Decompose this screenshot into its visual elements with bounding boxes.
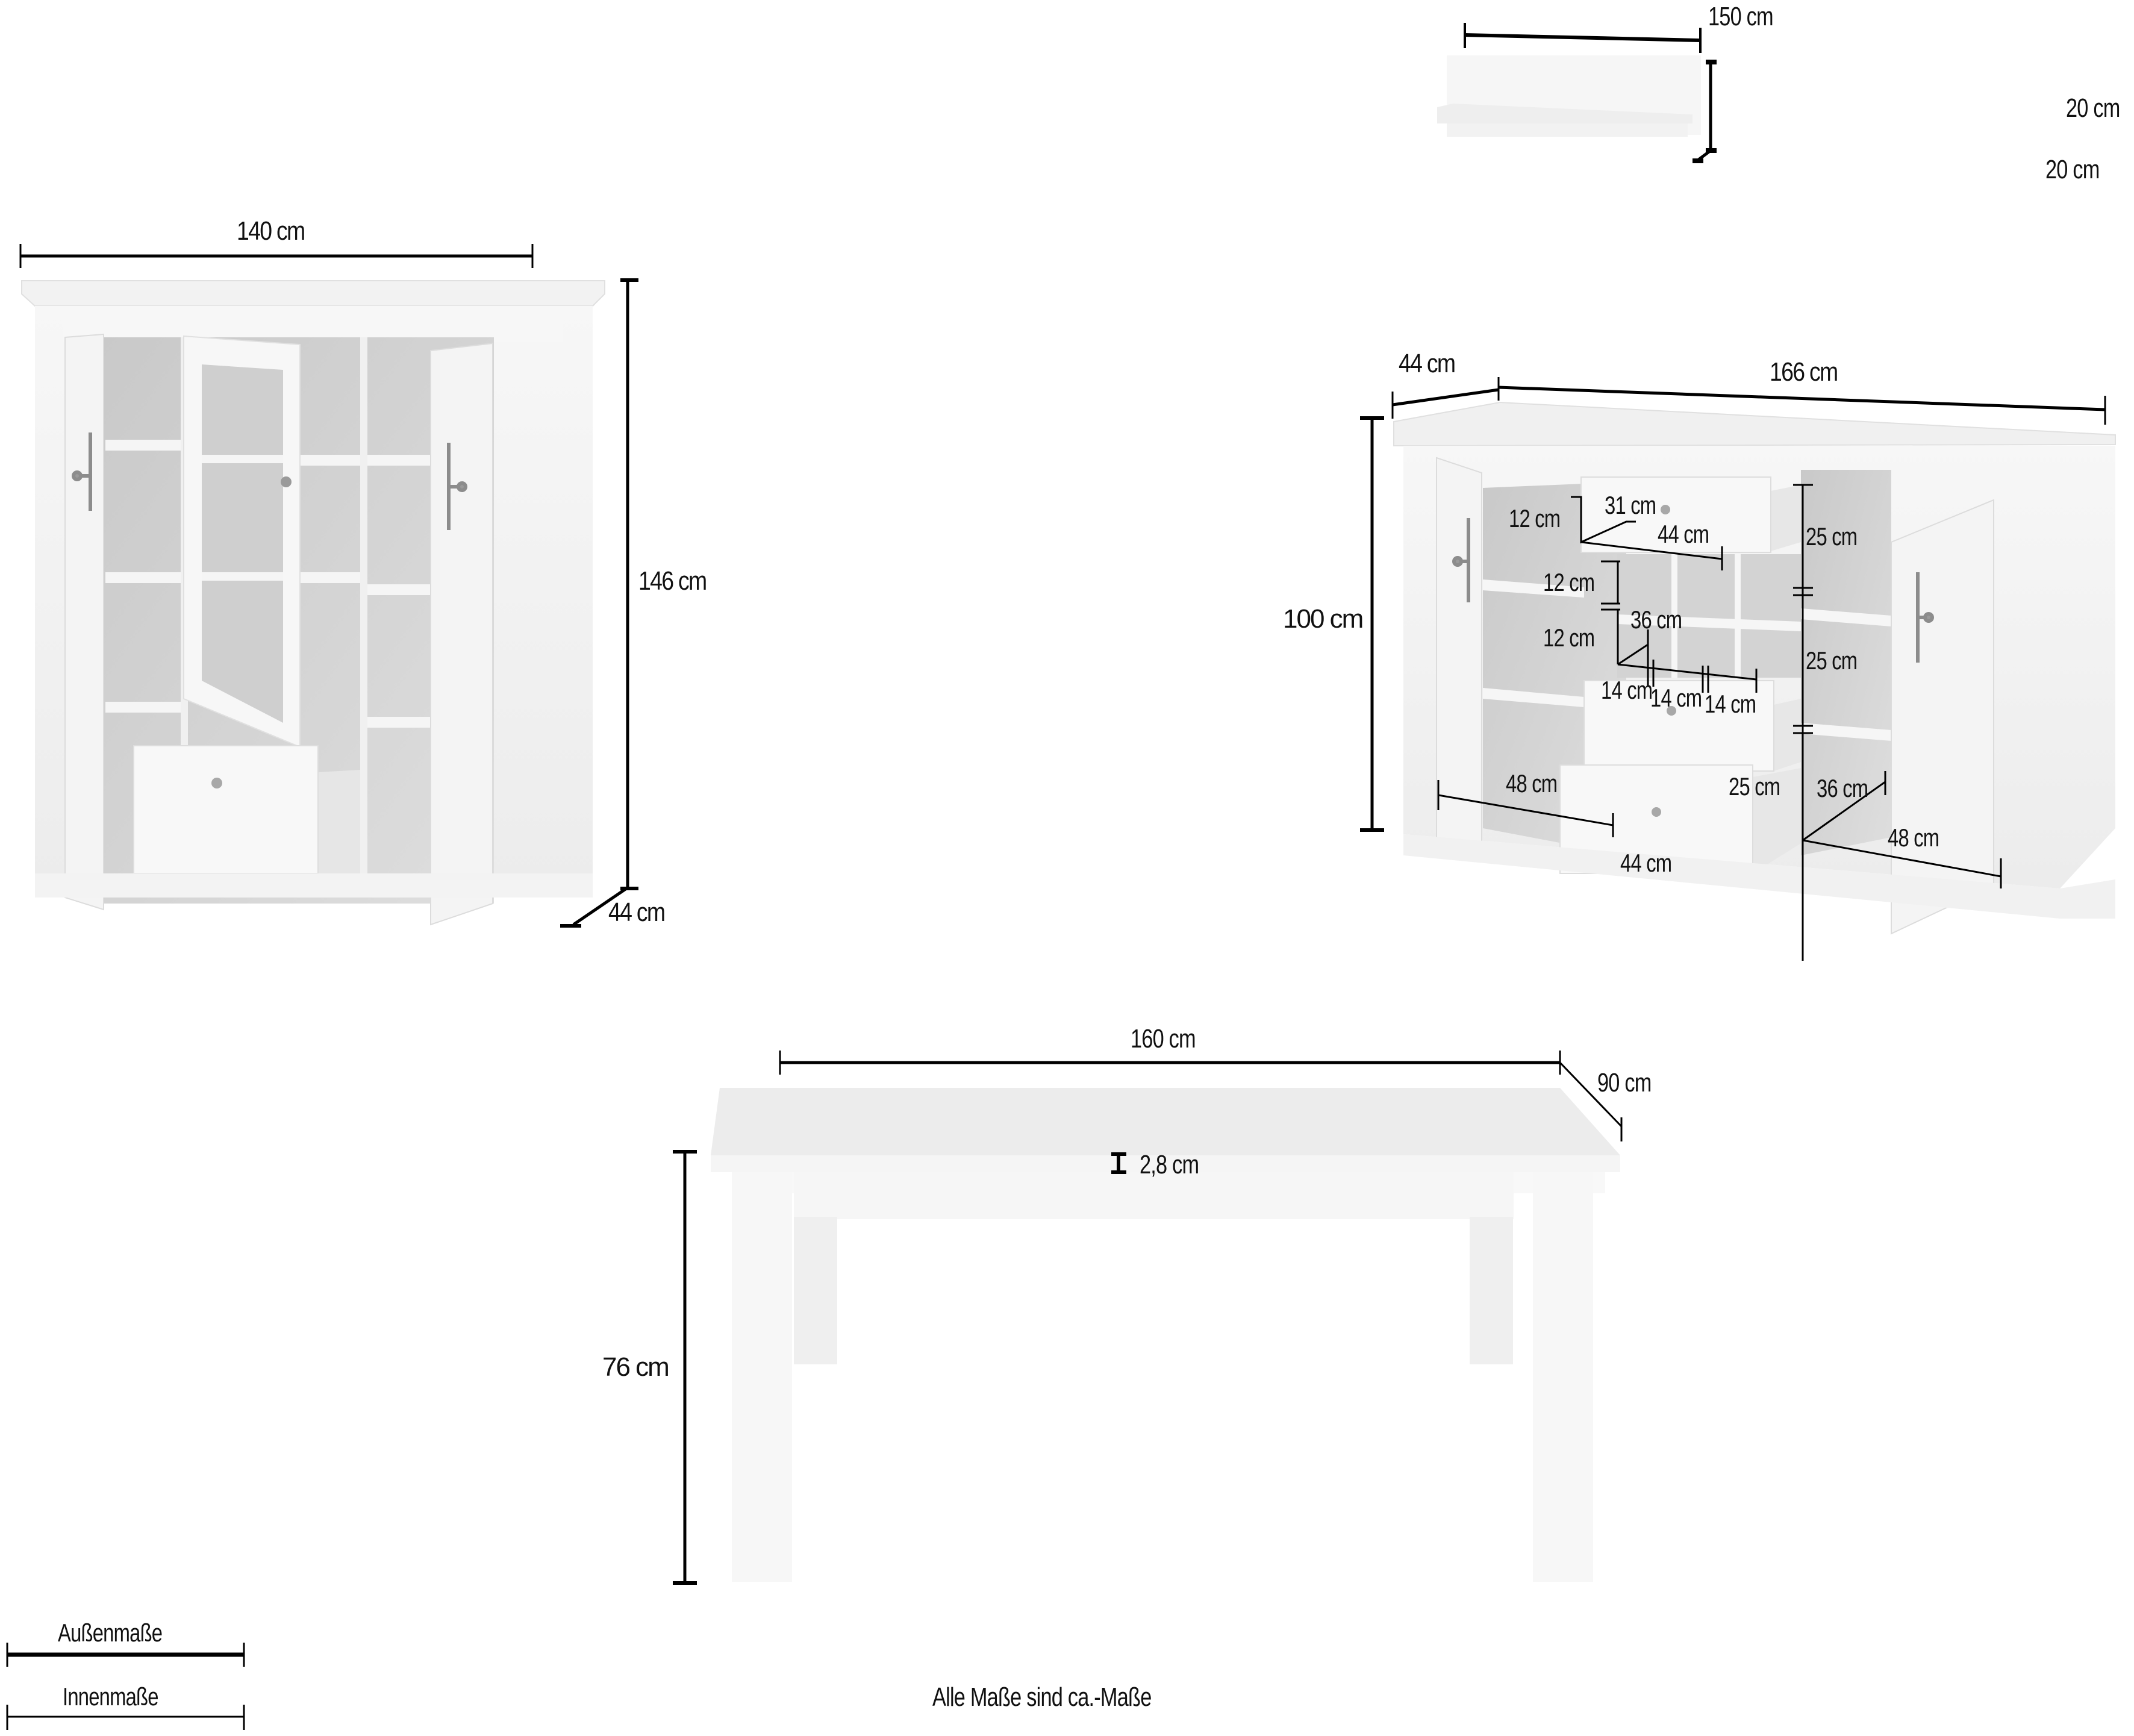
dining-table — [673, 1051, 1623, 1585]
wine-rack-depth-label: 36 cm — [1630, 605, 1682, 634]
sideboard-width-label: 166 cm — [1770, 357, 1838, 387]
sideboard-inner-dims — [1437, 484, 2002, 961]
wine-cell-width-label-1: 14 cm — [1601, 676, 1653, 704]
table-leg — [732, 1172, 792, 1582]
left-inner-width-label: 48 cm — [1506, 769, 1558, 798]
shelf-height-dim — [1693, 60, 1717, 163]
shelf-depth-label: 20 cm — [2045, 155, 2100, 184]
table-height-label: 76 cm — [602, 1352, 670, 1382]
display-cabinet — [19, 244, 638, 928]
cabinet-height-dim — [560, 278, 638, 928]
legend — [6, 1643, 245, 1730]
table-width-label: 160 cm — [1131, 1024, 1196, 1054]
wine-rack-cell-height-label: 12 cm — [1543, 623, 1595, 652]
top-drawer-inner-width-label: 31 cm — [1605, 491, 1656, 519]
shelf-width-label: 150 cm — [1708, 2, 1774, 31]
cabinet-height-label: 146 cm — [638, 566, 707, 596]
knob-icon — [211, 778, 222, 788]
table-dims — [673, 1051, 1623, 1585]
cabinet-drawer — [133, 745, 360, 885]
knob-icon — [1652, 807, 1661, 817]
knob-icon — [1661, 505, 1670, 514]
shelf-height-label: 20 cm — [2066, 93, 2120, 123]
wall-shelf — [1437, 23, 1717, 163]
footnote: Alle Maße sind ca.-Maße — [932, 1682, 1152, 1712]
wine-cell-width-label-3: 14 cm — [1705, 690, 1756, 718]
handle-icon — [1452, 518, 1470, 602]
bottom-drawer-depth-label: 44 cm — [1620, 849, 1672, 877]
wine-rack-gap-label: 12 cm — [1543, 568, 1595, 596]
top-drawer-height-label: 12 cm — [1509, 504, 1561, 532]
cabinet-width-dim — [19, 244, 534, 268]
table-depth-label: 90 cm — [1597, 1068, 1652, 1097]
inner-dimension-line-icon — [6, 1705, 245, 1730]
knob-icon — [281, 476, 292, 487]
sideboard-middle-drawer — [1583, 680, 1801, 772]
shelf-width-dim — [1464, 23, 1702, 53]
cabinet-width-label: 140 cm — [237, 216, 305, 246]
right-inner-width-label: 48 cm — [1888, 823, 1939, 852]
sideboard-top-drawer — [1580, 476, 1801, 553]
top-drawer-depth-label: 44 cm — [1658, 520, 1709, 548]
table-leg — [1533, 1172, 1593, 1582]
cabinet-depth-label: 44 cm — [608, 898, 666, 927]
right-compartment-label-2: 25 cm — [1806, 646, 1858, 675]
wine-cell-width-label-2: 14 cm — [1650, 684, 1702, 712]
sideboard — [1360, 377, 2116, 961]
right-compartment-label-3: 25 cm — [1729, 772, 1780, 801]
right-compartment-label-1: 25 cm — [1806, 522, 1858, 551]
handle-icon — [447, 443, 467, 530]
handle-icon — [1916, 572, 1934, 663]
table-top-thickness-label: 2,8 cm — [1140, 1150, 1199, 1179]
handle-icon — [72, 432, 92, 511]
sideboard-height-label: 100 cm — [1283, 604, 1364, 634]
legend-inner-label: Innenmaße — [63, 1682, 158, 1711]
right-inner-depth-label: 36 cm — [1817, 774, 1868, 802]
outer-dimension-line-icon — [6, 1643, 245, 1667]
knob-icon — [1667, 706, 1676, 716]
sideboard-outer-dims — [1360, 377, 2106, 832]
legend-outer-label: Außenmaße — [58, 1619, 163, 1647]
sideboard-depth-label: 44 cm — [1399, 349, 1456, 378]
